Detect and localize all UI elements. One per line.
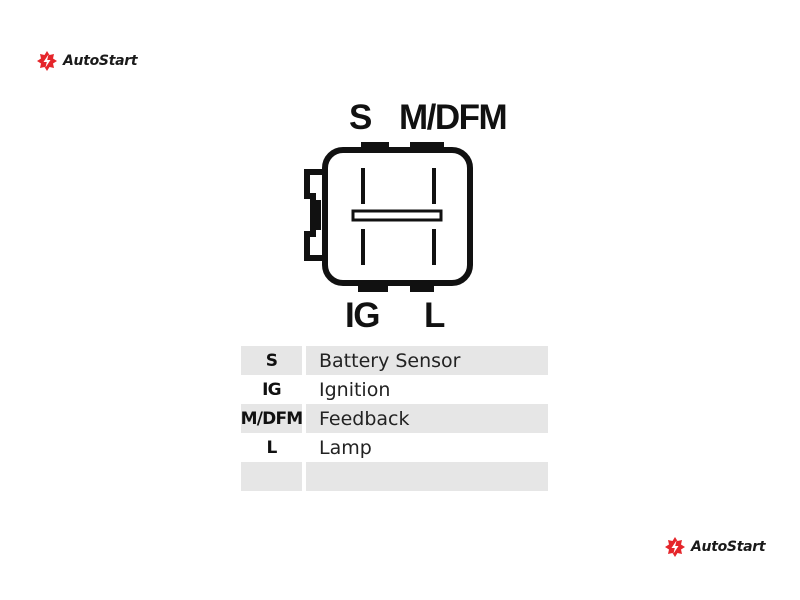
pin-slot-mdfm-top — [432, 168, 436, 204]
legend-code: L — [266, 437, 277, 458]
pin-label-ig: IG — [345, 296, 380, 335]
legend-divider — [302, 433, 306, 462]
legend-row: L Lamp — [241, 433, 548, 462]
brand-logo-bottom: AutoStart — [664, 536, 766, 558]
legend-code: IG — [262, 379, 281, 400]
pin-legend-table: S Battery Sensor IG Ignition M/DFM Feedb… — [241, 346, 548, 491]
legend-code: M/DFM — [241, 404, 302, 433]
connector-latch-block — [311, 200, 321, 230]
pin-label-l: L — [424, 296, 445, 335]
legend-description: Ignition — [319, 378, 391, 401]
pin-label-mdfm: M/DFM — [399, 98, 508, 137]
legend-code — [241, 462, 302, 491]
legend-divider — [302, 404, 306, 433]
pin-slot-ig-bottom — [361, 229, 365, 265]
legend-row: M/DFM Feedback — [241, 404, 548, 433]
connector-center-bar — [351, 209, 443, 222]
legend-row — [241, 462, 548, 491]
legend-description: Lamp — [319, 436, 372, 459]
autostart-logo-icon — [665, 537, 685, 557]
legend-description — [306, 462, 548, 491]
legend-divider — [302, 375, 306, 404]
autostart-logo-icon — [37, 51, 57, 71]
legend-divider — [302, 346, 306, 375]
legend-description: Battery Sensor — [306, 346, 548, 375]
brand-name: AutoStart — [63, 53, 138, 69]
pin-slot-l-bottom — [432, 229, 436, 265]
legend-divider — [302, 462, 306, 491]
brand-logo-top: AutoStart — [36, 50, 138, 72]
legend-code: S — [241, 346, 302, 375]
pin-label-s: S — [349, 98, 372, 137]
legend-row: S Battery Sensor — [241, 346, 548, 375]
legend-row: IG Ignition — [241, 375, 548, 404]
legend-description: Feedback — [306, 404, 548, 433]
brand-name: AutoStart — [691, 539, 766, 555]
pin-slot-s-top — [361, 168, 365, 204]
